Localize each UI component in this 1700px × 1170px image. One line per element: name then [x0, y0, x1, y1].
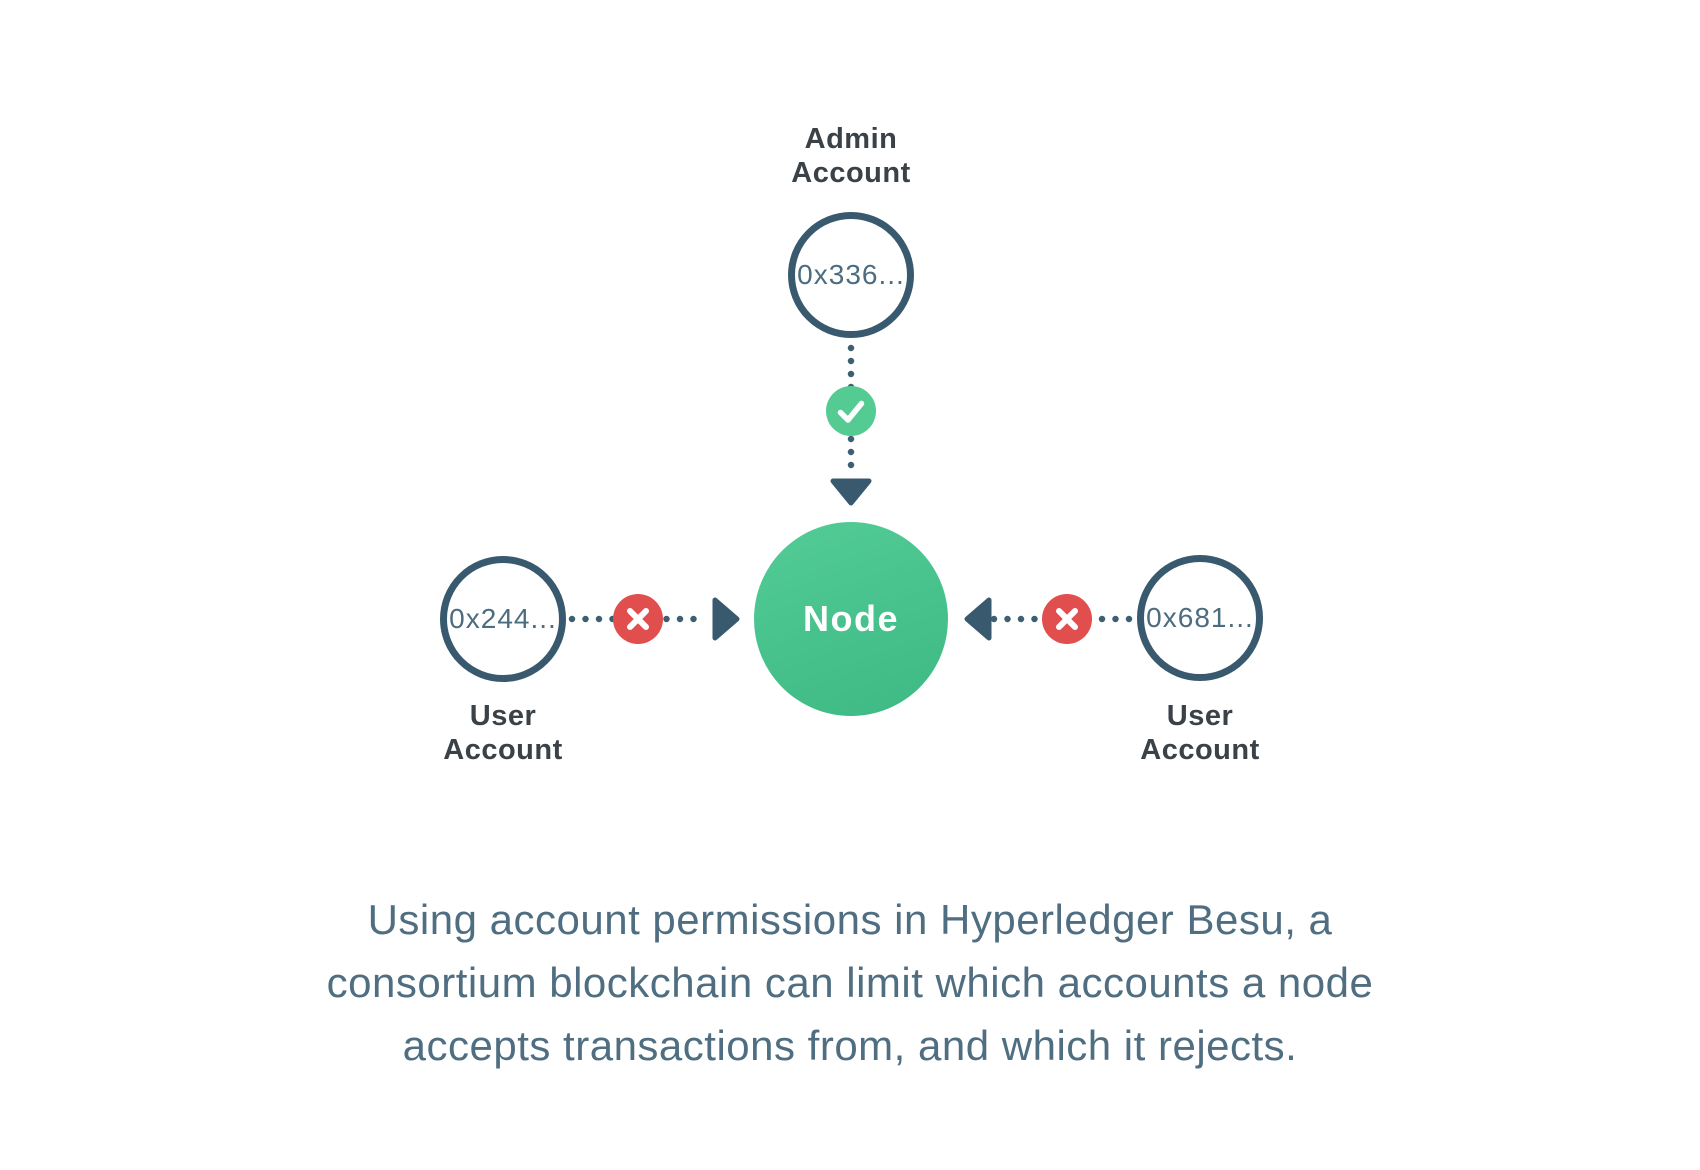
- user-account-left-label: User Account: [353, 699, 653, 767]
- x-icon: [1056, 608, 1078, 630]
- rejected-badge-right: [1042, 594, 1092, 644]
- admin-account-address: 0x336...: [797, 259, 905, 290]
- arrow-left-icon: [964, 597, 992, 641]
- admin-account-label: Admin Account: [701, 122, 1001, 190]
- user-account-right-label: User Account: [1050, 699, 1350, 767]
- user-account-right-label-line2: Account: [1140, 734, 1260, 766]
- arrow-right-icon: [712, 597, 740, 641]
- user-account-right-label-line1: User: [1166, 700, 1234, 732]
- admin-account-label-line2: Account: [791, 157, 911, 189]
- caption-line1: Using account permissions in Hyperledger…: [367, 896, 1333, 943]
- caption: Using account permissions in Hyperledger…: [0, 888, 1700, 1077]
- accepted-badge: [826, 386, 876, 436]
- user-account-left-node: 0x244...: [440, 556, 566, 682]
- user-account-left-address: 0x244...: [449, 603, 557, 634]
- admin-account-label-line1: Admin: [804, 123, 898, 155]
- user-account-right-address: 0x681...: [1146, 602, 1254, 633]
- check-icon: [837, 400, 865, 423]
- x-icon: [627, 608, 649, 630]
- node-circle: Node: [754, 522, 948, 716]
- arrow-down-icon: [830, 478, 872, 506]
- user-account-left-label-line1: User: [469, 700, 537, 732]
- caption-line3: accepts transactions from, and which it …: [402, 1022, 1298, 1069]
- admin-account-node: 0x336...: [788, 212, 914, 338]
- node-label: Node: [803, 598, 899, 639]
- rejected-badge-left: [613, 594, 663, 644]
- user-account-left-label-line2: Account: [443, 734, 563, 766]
- user-account-right-node: 0x681...: [1137, 555, 1263, 681]
- caption-line2: consortium blockchain can limit which ac…: [326, 959, 1374, 1006]
